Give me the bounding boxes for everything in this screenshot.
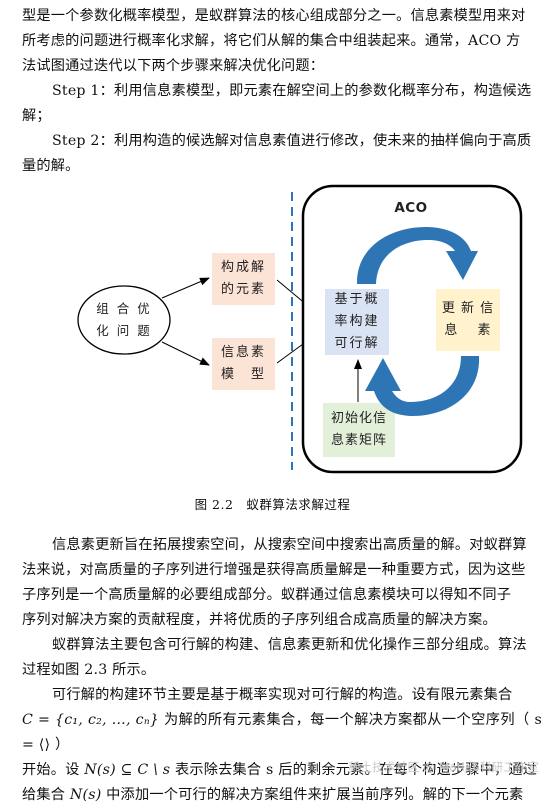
element-box-bg bbox=[212, 253, 275, 305]
text-line: 给集合 N(s) 中添加一个可行的解决方案组件来扩展当前序列。解的下一个元素 bbox=[22, 783, 542, 808]
arrow-to-pheromone-model bbox=[161, 341, 210, 366]
math-expression: C = {c₁, c₂, …, cₙ} bbox=[22, 712, 160, 728]
text-line: 法试图通过迭代以下两个步骤来解决优化问题： bbox=[22, 58, 325, 74]
label-line: 化 问 题 bbox=[96, 323, 152, 338]
text-line: 解； bbox=[22, 108, 51, 124]
label-line: 模 型 bbox=[220, 367, 266, 382]
init-box-bg bbox=[323, 403, 395, 457]
construct-box: 基于概率构建可行解 bbox=[325, 289, 389, 355]
text-line: 信息素更新旨在拓展搜索空间，从搜索空间中搜索出高质量的解。对蚁群算 bbox=[52, 537, 527, 553]
pheromone-model-box: 信息素模 型 bbox=[212, 338, 275, 390]
update-box: 更 新 信息 素 bbox=[436, 289, 500, 351]
text-span: 给集合 bbox=[22, 787, 70, 803]
aco-label: ACO bbox=[394, 200, 428, 216]
update-box-bg bbox=[436, 289, 500, 351]
cycle-arrow-bottom bbox=[365, 356, 480, 417]
text-line: 过程如图 2.3 所示。 bbox=[22, 662, 156, 678]
text-line: 蚁群算法主要包含可行解的构建、信息素更新和优化操作三部分组成。算法 bbox=[52, 637, 527, 653]
label-line: 息素矩阵 bbox=[330, 433, 387, 448]
text-line: Step 2：利用构造的候选解对信息素值进行修改，使未来的抽样偏向于高质 bbox=[52, 133, 532, 149]
text-line: 法来说，对高质量的子序列进行增强是获得高质量解是一种重要方式，因为这些 bbox=[22, 562, 526, 578]
text-span: 为解的所有元素集合，每一个解决方案都从一个空序列（ s = ⟨⟩ ） bbox=[22, 712, 542, 753]
element-box: 构成解的元素 bbox=[212, 253, 275, 305]
construction-paragraph: 可行解的构建环节主要是基于概率实现对可行解的构造。设有限元素集合 C = {c₁… bbox=[22, 683, 542, 808]
text-line: 序列对解决方案的贡献程度，并将优质的子序列组合成高质量的解决方案。 bbox=[22, 612, 497, 628]
text-line: 开始。设 N(s) ⊆ C \ s 表示除去集合 s 后的剩余元素。在每个构造步… bbox=[22, 758, 542, 783]
label-line: 初始化信 bbox=[330, 411, 387, 426]
math-expression: N(s) bbox=[69, 787, 102, 803]
math-expression: N(s) ⊆ C \ s bbox=[84, 762, 171, 778]
text-line: 所考虑的问题进行概率化求解，将它们从解的集合中组装起来。通常，ACO 方 bbox=[22, 33, 521, 49]
label-line: 基于概 bbox=[334, 292, 380, 307]
text-line: C = {c₁, c₂, …, cₙ} 为解的所有元素集合，每一个解决方案都从一… bbox=[22, 708, 542, 758]
diagram-svg bbox=[77, 184, 523, 474]
cycle-arrow-top bbox=[356, 226, 478, 284]
init-box: 初始化信息素矩阵 bbox=[323, 403, 395, 457]
construct-box-bg bbox=[325, 289, 389, 355]
pheromone-model-box-bg bbox=[212, 338, 275, 390]
text-span: 表示除去集合 s 后的剩余元素。在每个构造步骤中，通过 bbox=[170, 762, 538, 778]
pheromone-update-paragraph: 信息素更新旨在拓展搜索空间，从搜索空间中搜索出高质量的解。对蚁群算 法来说，对高… bbox=[22, 533, 542, 633]
watermark: 稀土技术社区 @ Matlab科研工作室 bbox=[348, 760, 539, 774]
label-line: 构成解 bbox=[220, 260, 266, 275]
label-line: 率构建 bbox=[334, 314, 380, 329]
problem-label: 组 合 优化 问 题 bbox=[78, 286, 170, 354]
text-span: 中添加一个可行的解决方案组件来扩展当前序列。解的下一个元素 bbox=[101, 787, 524, 803]
text-line: 子序列是一个高质量解的必要组成部分。蚁群通过信息素模块可以得知不同子 bbox=[22, 587, 512, 603]
label-line: 组 合 优 bbox=[96, 301, 152, 316]
arrow-to-elements bbox=[161, 277, 210, 299]
label-line: 息 素 bbox=[444, 323, 492, 338]
label-line: 更 新 信 bbox=[441, 301, 495, 316]
text-line: 可行解的构建环节主要是基于概率实现对可行解的构造。设有限元素集合 bbox=[52, 687, 513, 703]
problem-ellipse bbox=[77, 285, 171, 355]
algorithm-overview-paragraph: 蚁群算法主要包含可行解的构建、信息素更新和优化操作三部分组成。算法 过程如图 2… bbox=[22, 633, 542, 683]
label-line: 可行解 bbox=[334, 336, 380, 351]
text-span: 开始。设 bbox=[22, 762, 85, 778]
label-line: 信息素 bbox=[220, 345, 266, 360]
intro-paragraph: 型是一个参数化概率模型，是蚁群算法的核心组成部分之一。信息素模型用来对 所考虑的… bbox=[22, 4, 542, 79]
label-line: 的元素 bbox=[220, 282, 266, 297]
text-line: 量的解。 bbox=[22, 158, 80, 174]
step1-paragraph: Step 1：利用信息素模型，即元素在解空间上的参数化概率分布，构造候选 解； bbox=[22, 79, 542, 129]
text-line: Step 1：利用信息素模型，即元素在解空间上的参数化概率分布，构造候选 bbox=[52, 83, 532, 99]
figure-caption: 图 2.2 蚁群算法求解过程 bbox=[194, 497, 351, 512]
step2-paragraph: Step 2：利用构造的候选解对信息素值进行修改，使未来的抽样偏向于高质 量的解… bbox=[22, 129, 542, 179]
text-line: 型是一个参数化概率模型，是蚁群算法的核心组成部分之一。信息素模型用来对 bbox=[22, 8, 526, 24]
aco-process-diagram: 组 合 优化 问 题 构成解的元素 信息素模 型 ACO 基于概率构建可行解 更… bbox=[0, 180, 545, 480]
